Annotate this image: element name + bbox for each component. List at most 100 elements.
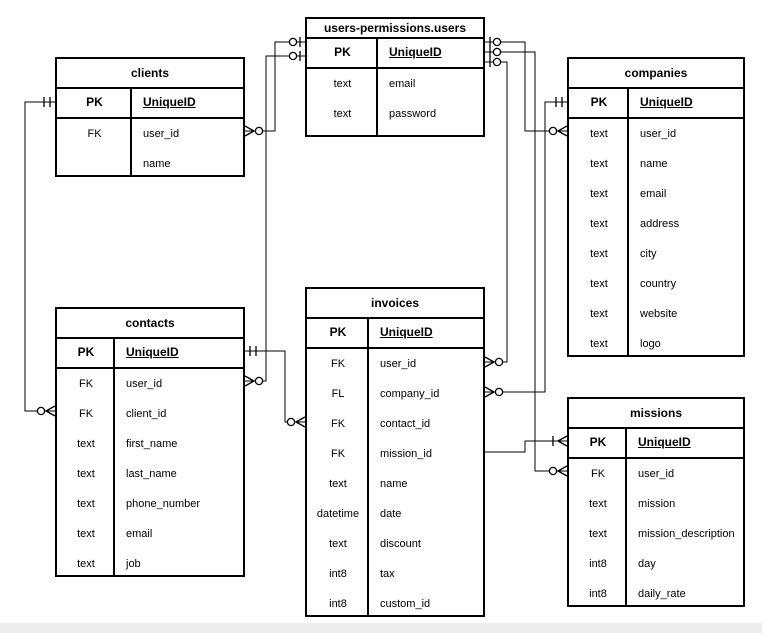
field-type: FK <box>87 128 102 140</box>
field-type: text <box>590 158 608 170</box>
primary-key-name: UniqueID <box>640 95 693 109</box>
primary-key-name: UniqueID <box>380 325 433 339</box>
column-divider <box>367 317 369 615</box>
relation-clients-UniqueID--contacts-client_id <box>24 97 56 417</box>
field-name: email <box>640 188 667 200</box>
field-type: text <box>589 498 607 510</box>
field-name: contact_id <box>380 418 431 430</box>
field-name: UniqueID <box>629 89 743 117</box>
field-name: job <box>126 558 141 570</box>
field-row: name <box>57 149 243 179</box>
field-name: user_id <box>380 358 417 370</box>
field-type: PK <box>86 95 103 109</box>
canvas-bottom-strip <box>0 623 762 633</box>
field-name: user_id <box>640 128 677 140</box>
field-name: mission_id <box>380 448 432 460</box>
field-type: text <box>590 188 608 200</box>
primary-key-name: UniqueID <box>389 45 442 59</box>
field-name: phone_number <box>126 498 201 510</box>
primary-key-row: PK UniqueID <box>307 39 483 69</box>
field-name: last_name <box>126 468 177 480</box>
field-row: text email <box>569 179 743 209</box>
field-row: FK user_id <box>57 119 243 149</box>
relation-invoices-mission_id--missions-UniqueID <box>485 435 568 453</box>
field-type: PK <box>589 435 607 449</box>
field-row: text email <box>57 519 243 549</box>
field-type: text <box>590 278 608 290</box>
field-name: discount <box>380 538 421 550</box>
field-name: email <box>389 78 416 90</box>
field-name: email <box>126 528 153 540</box>
entity-title: companies <box>569 59 743 89</box>
field-type: int8 <box>589 558 607 570</box>
field-name: country <box>640 278 677 290</box>
field-type: FL <box>331 388 345 400</box>
field-type: FK <box>330 358 346 370</box>
relation-companies-UniqueID--invoices-company_id <box>484 97 567 398</box>
column-divider <box>376 37 378 135</box>
entity-title: missions <box>569 399 743 429</box>
field-row: text mission <box>569 489 743 519</box>
field-type: text <box>590 248 608 260</box>
field-row: text phone_number <box>57 489 243 519</box>
field-name: UniqueID <box>369 319 483 347</box>
field-name: company_id <box>380 388 440 400</box>
field-name: user_id <box>638 468 675 480</box>
relation-users-UniqueID--companies-user_id <box>485 37 568 137</box>
field-name: client_id <box>126 408 167 420</box>
primary-key-row: PK UniqueID <box>569 429 743 459</box>
field-row: text email <box>307 69 483 99</box>
field-name: mission <box>638 498 676 510</box>
field-name: mission_description <box>638 528 735 540</box>
primary-key-name: UniqueID <box>638 435 691 449</box>
field-type: text <box>333 78 352 90</box>
field-type: FK <box>590 468 606 480</box>
field-name: daily_rate <box>638 588 686 600</box>
field-name: first_name <box>126 438 178 450</box>
field-name: name <box>380 478 408 490</box>
field-row: text name <box>307 469 483 499</box>
field-type: text <box>590 128 608 140</box>
field-type: datetime <box>316 508 360 520</box>
field-type <box>57 149 132 179</box>
entity-title: contacts <box>57 309 243 339</box>
field-type: text <box>333 108 352 120</box>
field-type: text <box>590 308 608 320</box>
field-name: name <box>143 158 171 170</box>
field-name: custom_id <box>380 598 431 610</box>
field-type: text <box>77 528 95 540</box>
field-row: int8 custom_id <box>307 589 483 619</box>
field-type: PK <box>334 45 351 59</box>
field-name: user_id <box>143 128 180 140</box>
column-divider <box>627 87 629 355</box>
field-type: text <box>590 218 608 230</box>
field-type: text <box>329 478 347 490</box>
field-type: PK <box>77 345 95 359</box>
field-type: text <box>77 468 95 480</box>
field-name: UniqueID <box>132 89 243 117</box>
field-type: text <box>77 498 95 510</box>
field-type: text <box>589 528 607 540</box>
field-type: int8 <box>329 598 347 610</box>
entity-title: invoices <box>307 289 483 319</box>
